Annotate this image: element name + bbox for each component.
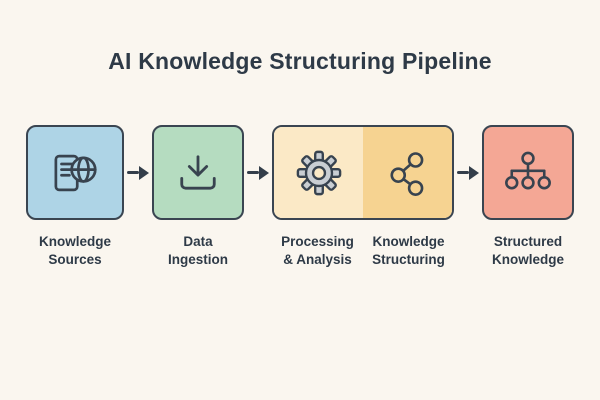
stage-knowledge-sources: Knowledge Sources	[26, 125, 124, 269]
arrow-icon	[457, 165, 479, 180]
stage-box-knowledge-structuring	[363, 127, 452, 218]
stage-label: Data Ingestion	[168, 234, 228, 268]
share-nodes-icon	[382, 147, 434, 199]
pipeline-diagram: Knowledge Sources Data Ingestion	[0, 125, 600, 269]
stage-box-data-ingestion	[152, 125, 244, 220]
stage-processing-structuring: Processing & Analysis Knowledge Structur…	[272, 125, 454, 269]
stage-structured-knowledge: Structured Knowledge	[482, 125, 574, 269]
stage-label: Structured Knowledge	[491, 234, 564, 268]
stage-label: Processing & Analysis	[281, 234, 354, 268]
stage-data-ingestion: Data Ingestion	[152, 125, 244, 269]
stage-box-combined	[272, 125, 454, 220]
stage-box-knowledge-sources	[26, 125, 124, 220]
arrow-icon	[127, 165, 149, 180]
stage-label: Knowledge Sources	[38, 234, 111, 268]
combined-labels: Processing & Analysis Knowledge Structur…	[272, 220, 454, 269]
document-globe-icon	[48, 146, 102, 200]
org-chart-icon	[502, 147, 554, 199]
gear-icon	[293, 147, 345, 199]
arrow-icon	[247, 165, 269, 180]
stage-box-processing-analysis	[274, 127, 363, 218]
stage-label: Knowledge Structuring	[372, 234, 445, 268]
stage-box-structured-knowledge	[482, 125, 574, 220]
download-icon	[172, 147, 224, 199]
diagram-title: AI Knowledge Structuring Pipeline	[108, 48, 492, 74]
